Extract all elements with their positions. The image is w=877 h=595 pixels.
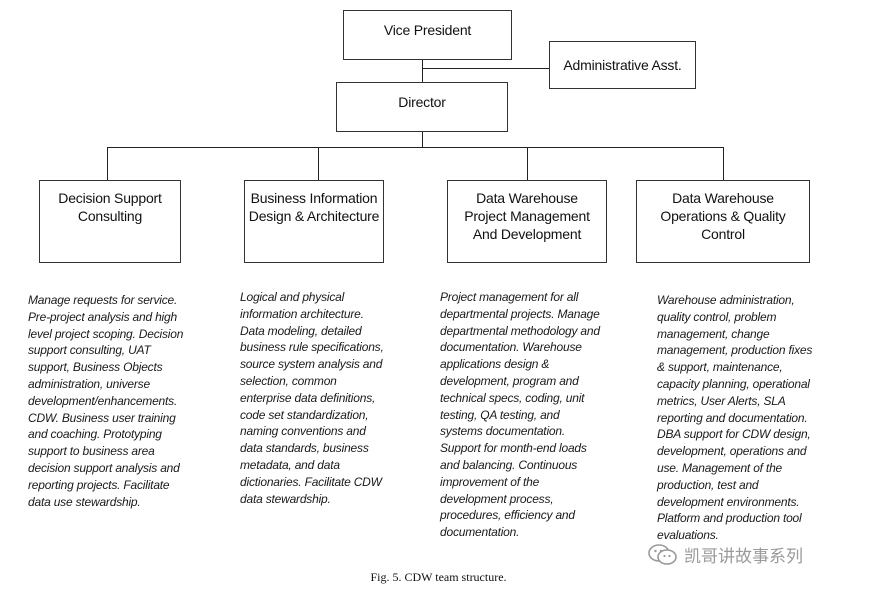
description-line: data stewardship. [240, 491, 331, 506]
connector-dept-3 [527, 147, 528, 180]
description-line: support to business area [28, 444, 155, 459]
description-line: Manage requests for service. [28, 293, 178, 307]
description-line: departmental projects. Manage [440, 306, 600, 321]
dept-title: Data Warehouse Operations & Quality Cont… [660, 190, 786, 242]
description-line: metadata, and data [240, 457, 340, 472]
description-line: selection, common [240, 373, 337, 388]
dept-description: Logical and physical information architec… [240, 289, 410, 507]
description-line: data standards, business [240, 441, 369, 456]
description-line: Support for month-end loads [440, 441, 587, 456]
description-line: & support, maintenance, [657, 360, 783, 375]
description-line: technical specs, coding, unit [440, 390, 585, 405]
description-line: administration, universe [28, 376, 150, 391]
description-line: enterprise data definitions, [240, 390, 376, 405]
description-line: documentation. [440, 525, 520, 540]
description-line: systems documentation. [440, 424, 565, 439]
admin-assistant-label: Administrative Asst. [563, 57, 682, 73]
description-line: information architecture. [240, 306, 364, 321]
dept-box-decision-support: Decision Support Consulting [39, 180, 181, 263]
dept-description: Warehouse administration, quality control… [657, 292, 837, 544]
description-line: development/enhancements. [28, 393, 178, 408]
connector-dept-4 [723, 147, 724, 180]
dept-title: Decision Support Consulting [58, 190, 162, 224]
description-line: Platform and production tool [657, 511, 802, 526]
dept-box-operations-quality: Data Warehouse Operations & Quality Cont… [636, 180, 810, 263]
connector-admin [422, 68, 550, 69]
watermark: 凯哥讲故事系列 [648, 542, 803, 567]
description-line: dictionaries. Facilitate CDW [240, 474, 382, 489]
description-line: decision support analysis and [28, 460, 180, 475]
description-line: support consulting, UAT [28, 343, 151, 358]
description-line: level project scoping. Decision [28, 326, 184, 341]
dept-description: Manage requests for service. Pre-project … [28, 292, 208, 510]
description-line: DBA support for CDW design, [657, 427, 811, 442]
description-line: departmental methodology and [440, 323, 600, 338]
connector-vp-director [422, 60, 423, 82]
description-line: production, test and [657, 477, 759, 492]
connector-dept-1 [107, 147, 108, 180]
description-line: development environments. [657, 494, 800, 509]
director-box: Director [336, 82, 508, 132]
description-line: development, program and [440, 373, 579, 388]
description-line: development process, [440, 491, 554, 506]
watermark-text: 凯哥讲故事系列 [684, 547, 803, 566]
description-line: business rule specifications, [240, 340, 384, 355]
figure-caption: Fig. 5. CDW team structure. [370, 570, 507, 584]
description-line: metrics, User Alerts, SLA [657, 393, 786, 408]
vice-president-label: Vice President [383, 22, 472, 38]
description-line: testing, QA testing, and [440, 407, 560, 422]
description-line: management, change [657, 326, 770, 341]
connector-director-bus [422, 131, 423, 147]
dept-description: Project management for all departmental p… [440, 289, 620, 541]
description-line: applications design & [440, 357, 550, 372]
description-line: reporting and documentation. [657, 410, 808, 425]
description-line: development, operations and [657, 444, 807, 459]
description-line: support, Business Objects [28, 360, 163, 375]
vice-president-box: Vice President [343, 10, 512, 60]
description-line: procedures, efficiency and [440, 508, 575, 523]
dept-box-project-management: Data Warehouse Project Management And De… [447, 180, 607, 263]
connector-dept-2 [318, 147, 319, 180]
dept-title: Business Information Design & Architectu… [248, 190, 380, 224]
description-line: and balancing. Continuous [440, 457, 578, 472]
description-line: use. Management of the [657, 460, 783, 475]
dept-box-business-information: Business Information Design & Architectu… [244, 180, 384, 263]
description-line: reporting projects. Facilitate [28, 477, 170, 492]
description-line: and coaching. Prototyping [28, 427, 162, 442]
description-line: Data modeling, detailed [240, 323, 362, 338]
description-line: naming conventions and [240, 424, 366, 439]
description-line: management, production fixes [657, 343, 813, 358]
description-line: Logical and physical [240, 290, 345, 304]
horizontal-bus [107, 147, 724, 148]
description-line: Warehouse administration, [657, 293, 795, 307]
director-label: Director [398, 94, 446, 110]
description-line: evaluations. [657, 528, 719, 543]
description-line: quality control, problem [657, 309, 777, 324]
description-line: data use stewardship. [28, 494, 141, 509]
description-line: improvement of the [440, 474, 540, 489]
description-line: CDW. Business user training [28, 410, 176, 425]
description-line: Pre-project analysis and high [28, 309, 177, 324]
description-line: source system analysis and [240, 357, 383, 372]
admin-assistant-box: Administrative Asst. [549, 41, 696, 89]
description-line: Project management for all [440, 290, 579, 304]
description-line: documentation. Warehouse [440, 340, 582, 355]
description-line: capacity planning, operational [657, 376, 810, 391]
dept-title: Data Warehouse Project Management And De… [464, 190, 590, 242]
description-line: code set standardization, [240, 407, 369, 422]
wechat-icon [648, 543, 677, 565]
